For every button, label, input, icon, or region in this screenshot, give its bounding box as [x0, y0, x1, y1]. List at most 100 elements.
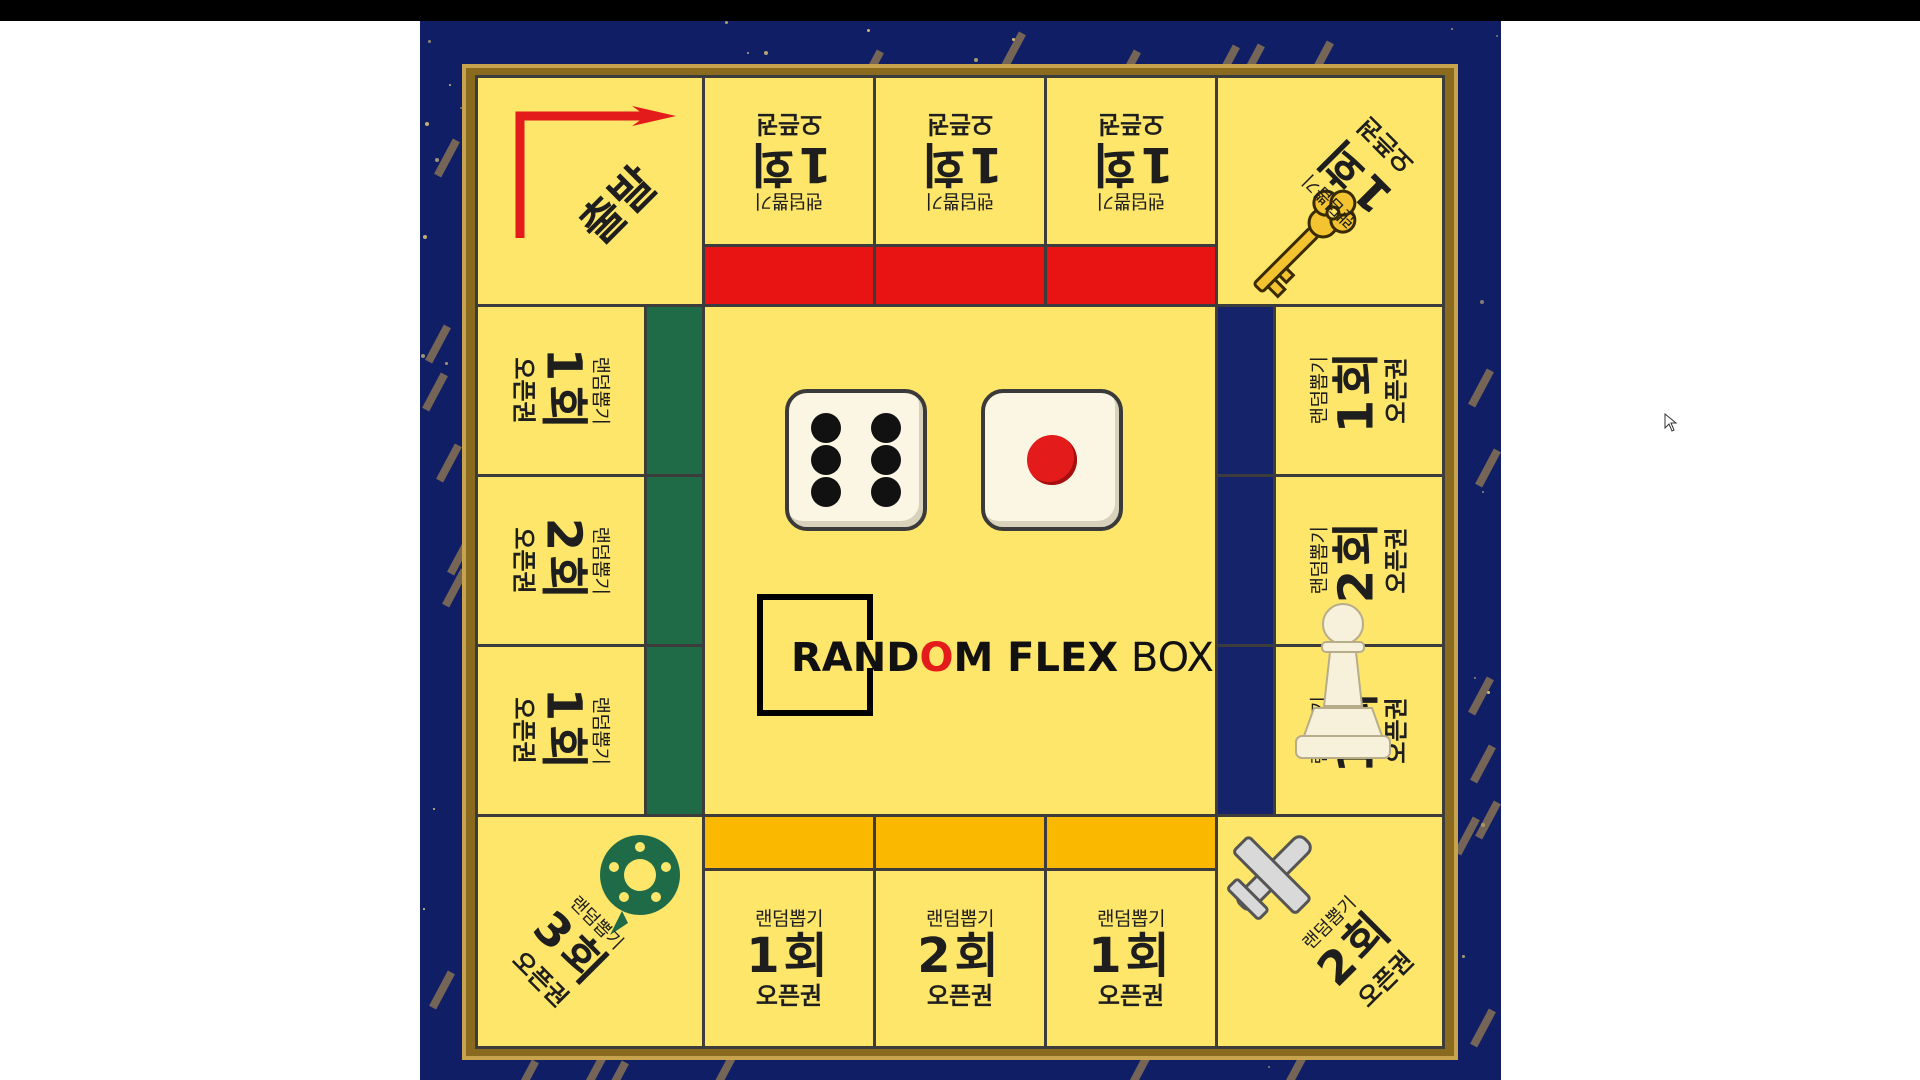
- gold-stripe: [421, 372, 448, 412]
- top-color-bar-3: [1044, 244, 1218, 307]
- gold-stripe: [1475, 448, 1501, 488]
- bottom-cell-1[interactable]: 랜덤뽑기 1회 오픈권: [702, 868, 876, 1049]
- ticket-count: 1회: [746, 927, 832, 984]
- ticket-count: 1회: [536, 687, 592, 774]
- star-dot: [1480, 300, 1484, 304]
- mouse-cursor-icon: [1664, 413, 1678, 432]
- ticket-count: 1회: [917, 136, 1003, 192]
- logo-bracket: [757, 594, 873, 716]
- corner-key[interactable]: 랜덤뽑기 1회 오픈권: [1215, 75, 1445, 307]
- star-dot: [433, 808, 435, 810]
- left-cell-1[interactable]: 랜덤뽑기 1회 오픈권: [475, 304, 647, 477]
- gold-stripe: [429, 970, 456, 1010]
- top-cell-1[interactable]: 랜덤뽑기 1회 오픈권: [702, 75, 876, 247]
- star-dot: [1487, 691, 1490, 694]
- right-cell-1[interactable]: 랜덤뽑기 1회 오픈권: [1273, 304, 1445, 477]
- corner-start[interactable]: 출발: [475, 75, 705, 307]
- ticket-prefix: 랜덤뽑기: [755, 190, 823, 212]
- star-dot: [449, 84, 451, 86]
- star-dot: [423, 235, 427, 239]
- ticket-suffix: 오픈권: [1382, 527, 1410, 594]
- ticket-prefix: 랜덤뽑기: [590, 356, 612, 425]
- star-dot: [445, 362, 448, 365]
- ticket-count: 2회: [1328, 517, 1384, 604]
- die-one[interactable]: [981, 389, 1123, 531]
- logo-bracket-right-bottom: [867, 668, 873, 710]
- logo-bracket-right: [867, 594, 873, 640]
- bottom-color-bar-1: [702, 814, 876, 871]
- ticket-prefix: 랜덤뽑기: [755, 907, 823, 930]
- star-dot: [423, 908, 425, 910]
- left-color-bar-1: [644, 304, 705, 477]
- star-dot: [1482, 491, 1484, 493]
- star-dot: [435, 158, 439, 162]
- gold-stripe: [603, 1060, 629, 1080]
- star-dot: [428, 40, 431, 43]
- top-color-bar-2: [873, 244, 1047, 307]
- ticket-prefix: 랜덤뽑기: [590, 526, 612, 595]
- left-cell-3[interactable]: 랜덤뽑기 1회 오픈권: [475, 644, 647, 817]
- ticket-suffix: 오픈권: [510, 697, 538, 764]
- ticket-prefix: 랜덤뽑기: [1308, 356, 1330, 425]
- gold-stripe: [436, 443, 463, 483]
- bottom-cell-2[interactable]: 랜덤뽑기 2회 오픈권: [873, 868, 1047, 1049]
- top-color-bar-1: [702, 244, 876, 307]
- gold-stripe: [1468, 676, 1495, 716]
- ticket-count: 2회: [917, 927, 1003, 984]
- airplane-icon: [1227, 835, 1312, 920]
- right-color-bar-2: [1215, 474, 1276, 647]
- start-arrow-icon: [515, 106, 676, 238]
- left-cell-2[interactable]: 랜덤뽑기 2회 오픈권: [475, 474, 647, 647]
- key-icon: [1253, 189, 1357, 299]
- top-cell-3[interactable]: 랜덤뽑기 1회 오픈권: [1044, 75, 1218, 247]
- gold-stripe: [1468, 368, 1495, 408]
- right-color-bar-1: [1215, 304, 1276, 477]
- ticket-count: 1회: [1328, 347, 1384, 434]
- corner-wreath[interactable]: 랜덤뽑기 3회 오픈권: [475, 814, 705, 1049]
- ticket-count: 1회: [536, 347, 592, 434]
- ticket-prefix: 랜덤뽑기: [926, 907, 994, 930]
- right-color-bar-3: [1215, 644, 1276, 817]
- game-board: 출발 랜덤뽑기 1회 오픈권 랜덤뽑기 1회 오픈권 랜덤뽑기 1회 오픈권: [475, 75, 1445, 1049]
- ticket-count: 1회: [1088, 927, 1174, 984]
- gold-stripe: [425, 324, 452, 364]
- pawn-icon[interactable]: [1288, 596, 1398, 766]
- ticket-prefix: 랜덤뽑기: [926, 190, 994, 212]
- left-color-bar-3: [644, 644, 705, 817]
- ticket-suffix: 오픈권: [510, 527, 538, 594]
- logo-text: RANDOM FLEX BOX: [791, 635, 1214, 681]
- die-six[interactable]: [785, 389, 927, 531]
- star-dot: [867, 29, 870, 32]
- star-dot: [1496, 35, 1498, 37]
- ticket-prefix: 랜덤뽑기: [1308, 526, 1330, 595]
- ticket-count: 1회: [746, 136, 832, 192]
- star-dot: [1451, 28, 1453, 30]
- ticket-suffix: 오픈권: [755, 110, 823, 138]
- left-color-bar-2: [644, 474, 705, 647]
- ticket-suffix: 오픈권: [926, 981, 994, 1010]
- gold-stripe: [1470, 744, 1497, 784]
- ticket-suffix: 오픈권: [1097, 981, 1165, 1010]
- star-dot: [1268, 1066, 1270, 1068]
- star-dot: [1474, 677, 1476, 679]
- board-center: RANDOM FLEX BOX: [702, 304, 1218, 817]
- star-dot: [725, 21, 728, 24]
- bottom-cell-3[interactable]: 랜덤뽑기 1회 오픈권: [1044, 868, 1218, 1049]
- ticket-suffix: 오픈권: [1097, 110, 1165, 138]
- star-dot: [974, 58, 978, 62]
- wreath-icon: [600, 835, 680, 935]
- corner-airplane[interactable]: 랜덤뽑기 2회 오픈권: [1215, 814, 1445, 1049]
- ticket-prefix: 랜덤뽑기: [590, 696, 612, 765]
- star-dot: [421, 354, 425, 358]
- ticket-count: 1회: [1088, 136, 1174, 192]
- ticket-suffix: 오픈권: [1382, 357, 1410, 424]
- star-dot: [747, 52, 749, 54]
- ticket-suffix: 오픈권: [755, 981, 823, 1010]
- top-cell-2[interactable]: 랜덤뽑기 1회 오픈권: [873, 75, 1047, 247]
- top-black-bar: [0, 0, 1920, 21]
- gold-stripe: [513, 1059, 539, 1080]
- star-dot: [1462, 955, 1465, 958]
- ticket-suffix: 오픈권: [926, 110, 994, 138]
- bottom-color-bar-2: [873, 814, 1047, 871]
- bottom-color-bar-3: [1044, 814, 1218, 871]
